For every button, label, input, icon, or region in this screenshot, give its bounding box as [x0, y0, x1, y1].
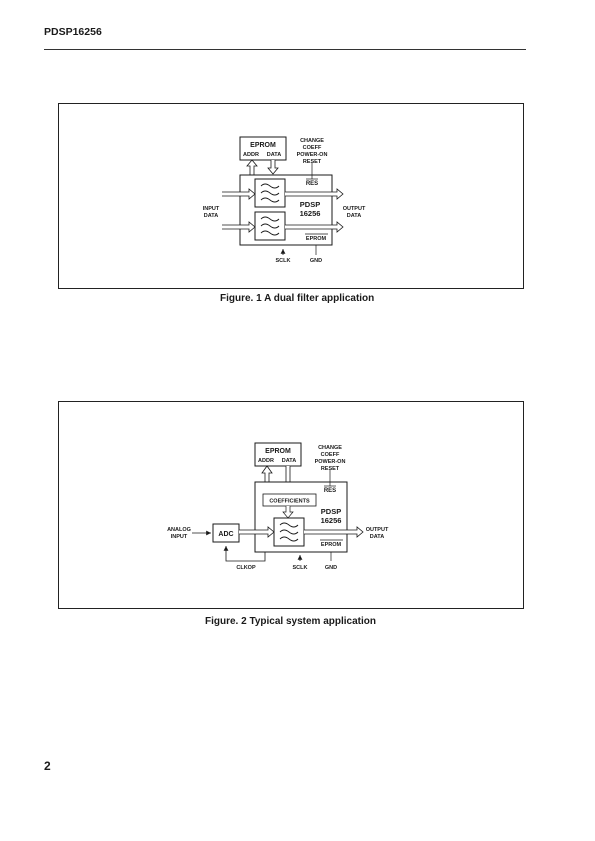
page-number: 2: [44, 759, 51, 773]
fig1-output-arrows: [285, 188, 344, 233]
page-header-title: PDSP16256: [44, 26, 102, 38]
fig2-sclk-label: SCLK: [293, 565, 308, 571]
fig2-analog-line-1: ANALOG: [167, 527, 191, 533]
fig2-chip-name-1: PDSP: [321, 507, 341, 516]
fig2-coefficients-label: COEFFICIENTS: [269, 499, 310, 505]
fig2-eprom-title: EPROM: [265, 448, 291, 455]
fig1-output-line-1: OUTPUT: [343, 206, 366, 212]
fig2-output-line-2: DATA: [370, 534, 384, 540]
fig1-input-arrows: [222, 188, 256, 233]
fig2-change-line-1: CHANGE: [318, 445, 342, 451]
fig1-eprom-addr: ADDR: [243, 152, 259, 158]
fig2-change-line-2: COEFF: [321, 452, 340, 458]
figure-2-diagram: EPROM ADDR DATA CHANGE COEFF POWER-ON RE…: [167, 442, 389, 571]
figure-1-caption: Figure. 1 A dual filter application: [220, 293, 375, 304]
fig1-filter-symbols: [260, 183, 280, 236]
fig2-clkop-label: CLKOP: [236, 565, 256, 571]
fig2-eprom-pin-label: EPROM: [321, 542, 342, 548]
fig2-output-arrow: [304, 526, 364, 538]
figure-1-frame: [58, 103, 524, 289]
fig2-analog-line-2: INPUT: [171, 534, 188, 540]
fig1-eprom-title: EPROM: [250, 142, 276, 149]
fig2-gnd-label: GND: [325, 565, 337, 571]
header-rule: [44, 49, 526, 50]
fig2-eprom-addr: ADDR: [258, 458, 274, 464]
fig2-clkop-line: [223, 546, 266, 562]
fig2-eprom-data: DATA: [282, 458, 296, 464]
figure-2-frame: [58, 401, 524, 609]
fig1-input-line-1: INPUT: [203, 206, 220, 212]
fig1-chip-name-1: PDSP: [300, 200, 320, 209]
fig2-output-line-1: OUTPUT: [366, 527, 389, 533]
fig2-adc-filter-arrow: [239, 526, 275, 538]
fig2-eprom-box: [254, 442, 302, 467]
fig1-addr-arrow: [246, 159, 258, 175]
fig1-gnd-label: GND: [310, 258, 322, 264]
fig2-adc-label: ADC: [218, 531, 233, 538]
fig1-eprom-pin-label: EPROM: [306, 236, 327, 242]
fig1-input-line-2: DATA: [204, 213, 218, 219]
fig1-change-line-4: RESET: [303, 159, 322, 165]
fig1-change-line-2: COEFF: [303, 145, 322, 151]
fig1-change-line-3: POWER-ON: [297, 152, 328, 158]
fig1-eprom-data: DATA: [267, 152, 281, 158]
fig2-chip-name-2: 16256: [321, 516, 342, 525]
fig1-sclk-label: SCLK: [276, 258, 291, 264]
fig2-change-line-3: POWER-ON: [315, 459, 346, 465]
fig1-chip-name-2: 16256: [300, 209, 321, 218]
fig1-data-arrow: [267, 160, 279, 175]
fig1-eprom-box: [239, 136, 287, 161]
fig1-res-label: RES: [306, 181, 318, 187]
fig2-filter-symbols: [279, 522, 299, 542]
fig1-change-line-1: CHANGE: [300, 138, 324, 144]
fig2-res-label: RES: [324, 488, 336, 494]
figure-2-caption: Figure. 2 Typical system application: [205, 616, 376, 627]
figure-1-diagram: EPROM ADDR DATA CHANGE COEFF POWER-ON RE…: [203, 136, 366, 264]
fig1-output-line-2: DATA: [347, 213, 361, 219]
fig2-addr-arrow: [261, 465, 273, 482]
fig2-change-line-4: RESET: [321, 466, 340, 472]
